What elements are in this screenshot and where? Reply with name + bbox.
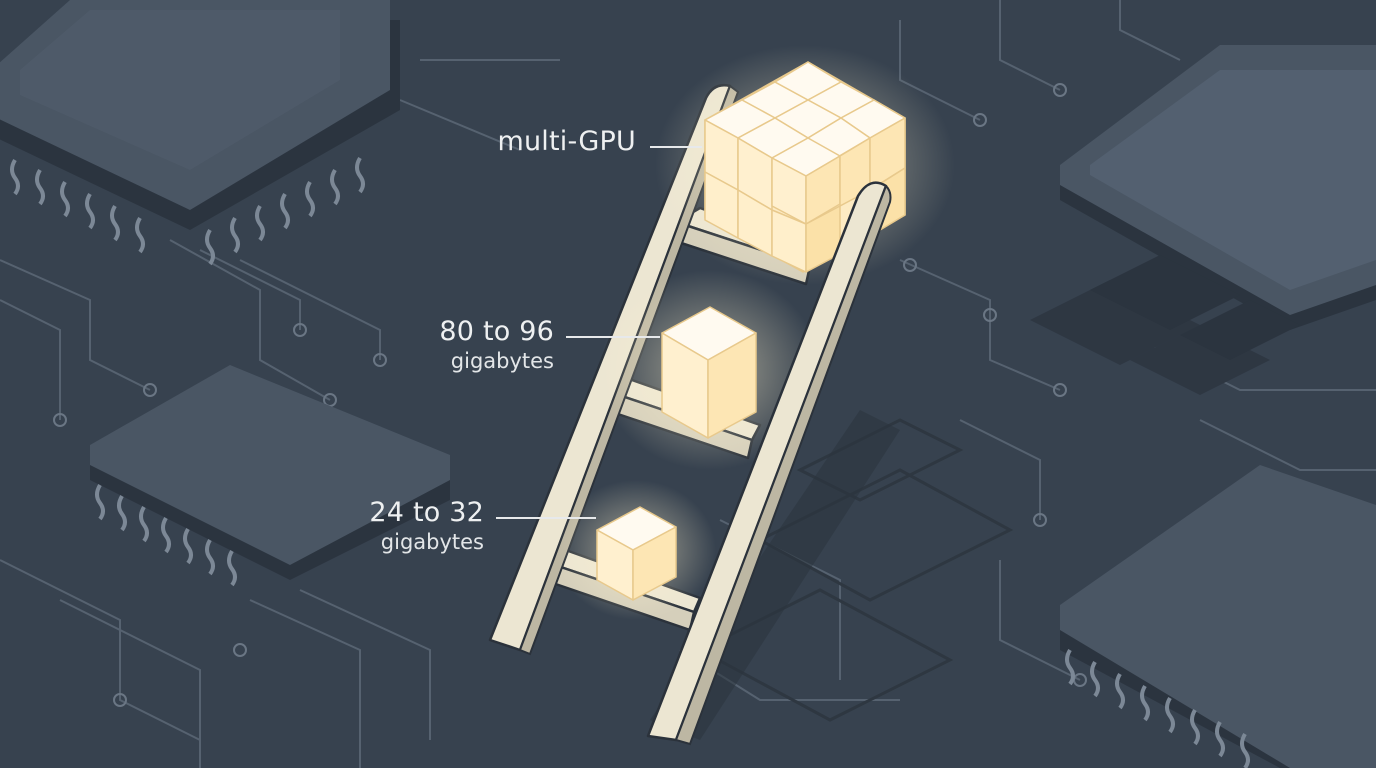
label-24-32-unit: gigabytes [380,530,484,555]
chip-top-left [0,0,400,230]
label-multi-gpu-main: multi-GPU [497,126,636,157]
leader-lines [496,146,702,519]
label-multi-gpu: multi-GPU [497,126,636,157]
chip-top-right [1060,45,1376,330]
label-80-96: 80 to 96 gigabytes [439,316,554,374]
chip-bottom-right [1060,465,1376,768]
chip-top-left-pins [10,156,365,266]
chip-mid-left [90,365,450,580]
label-24-32-main: 24 to 32 [369,497,484,528]
block-medium [661,306,757,439]
chip-mid-left-pins [95,483,237,587]
label-24-32: 24 to 32 gigabytes [369,497,484,555]
ladder-right-rail-side [674,184,892,746]
block-stack-multi [704,61,906,273]
memory-modules [1030,255,1300,395]
label-80-96-main: 80 to 96 [439,316,554,347]
chip-bottom-right-pins [1065,648,1250,768]
block-small [596,506,677,601]
label-80-96-unit: gigabytes [450,349,554,374]
trace-pads [53,83,1087,707]
